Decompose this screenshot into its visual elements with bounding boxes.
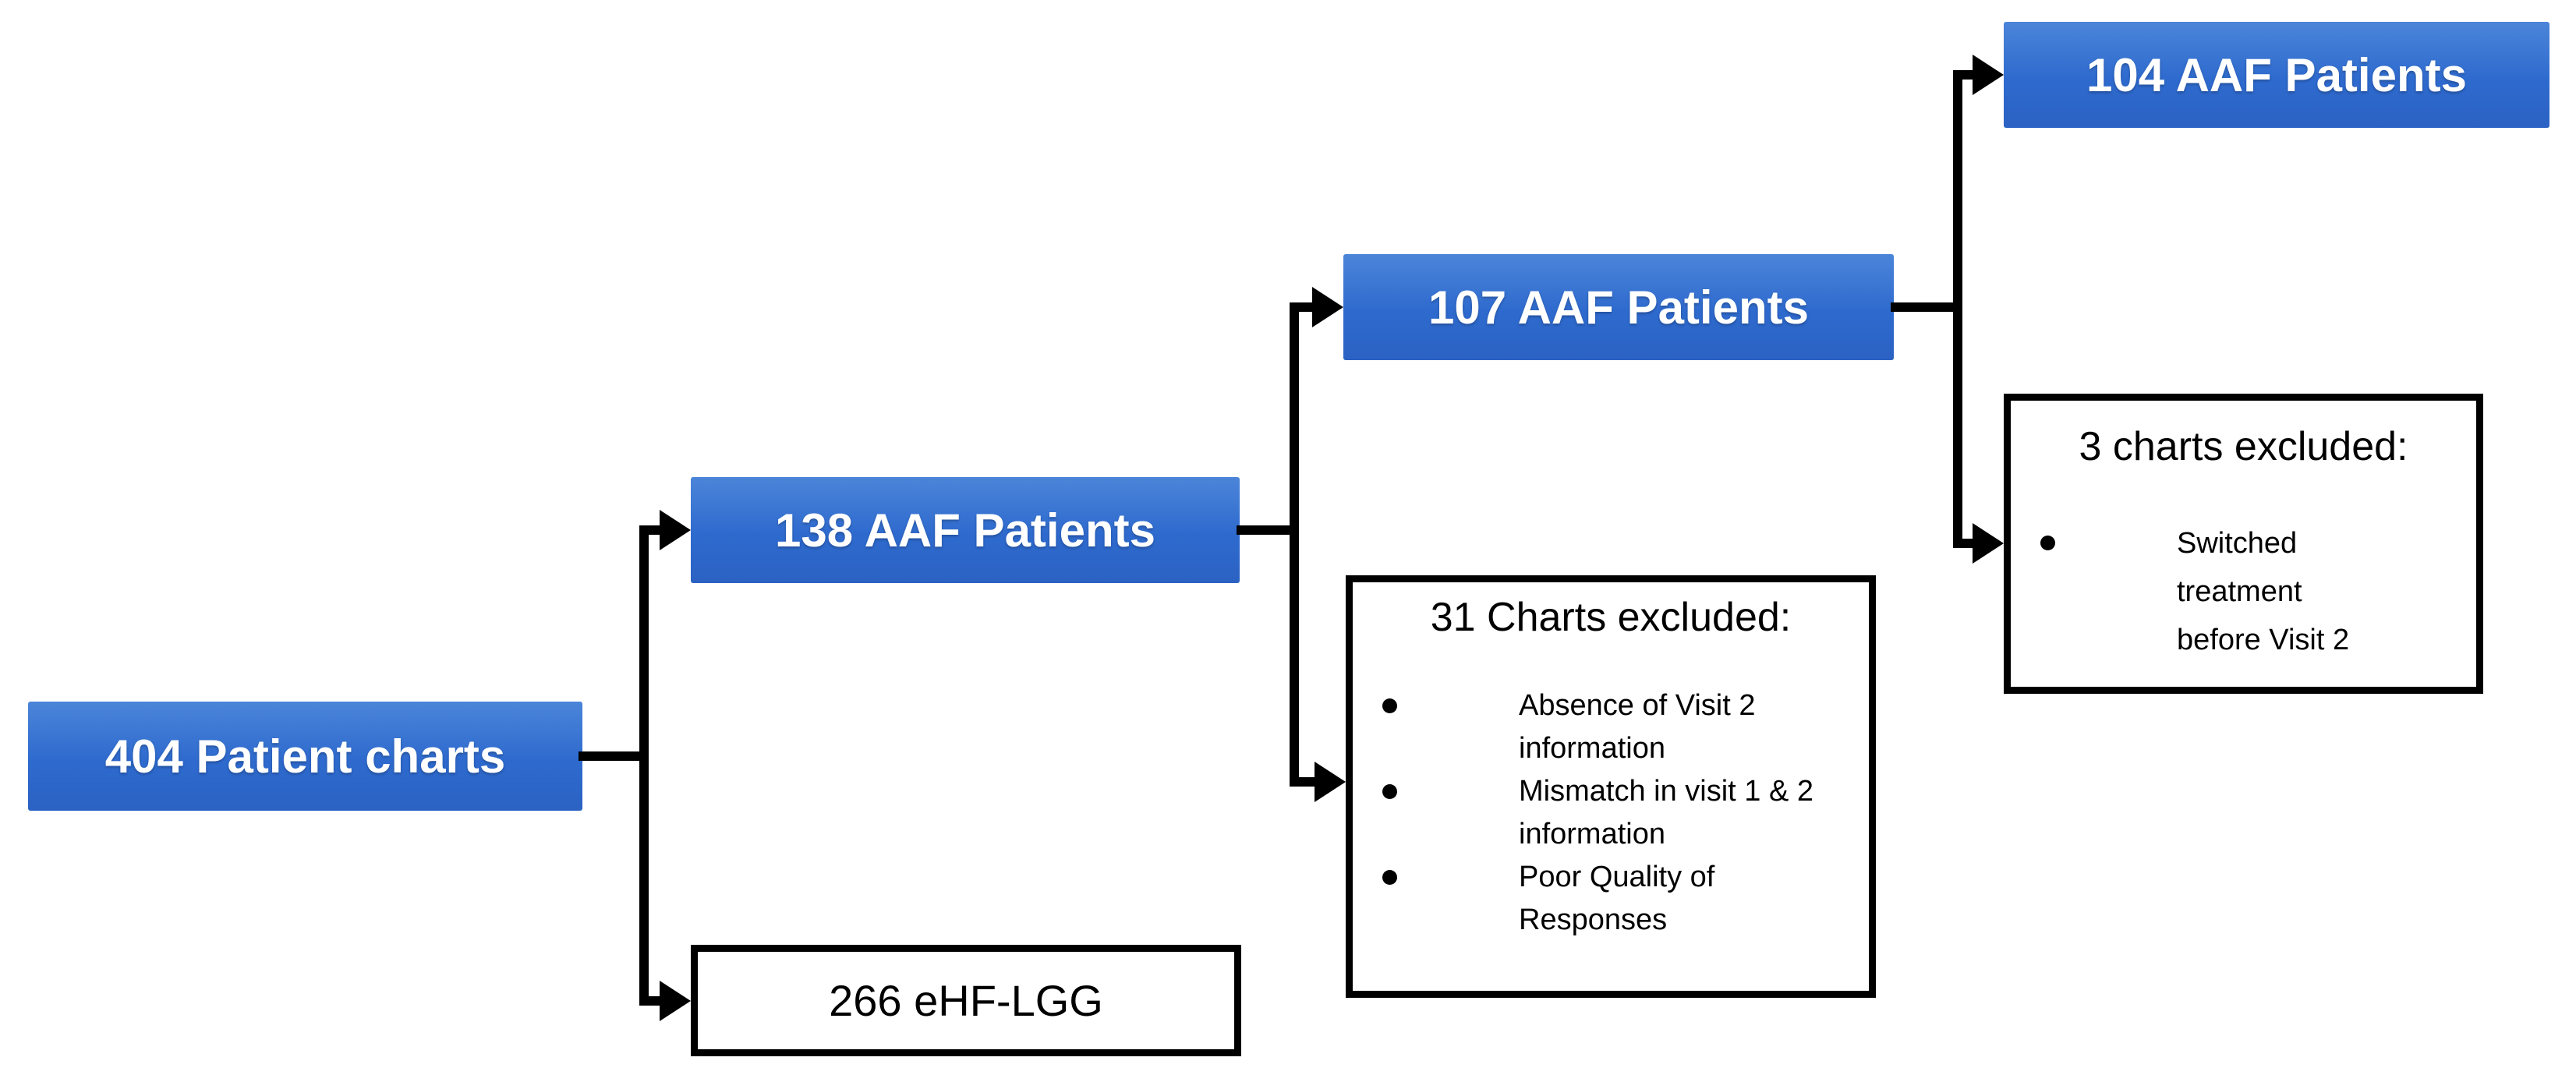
bullet-text: Absence of Visit 2 information <box>1519 689 1756 765</box>
list-item: Poor Quality of Responses <box>1353 856 1869 942</box>
edge-404-to-266-stub <box>639 996 663 1006</box>
list-item: Absence of Visit 2 information <box>1353 684 1869 770</box>
arrowhead-into-107 <box>1312 287 1343 327</box>
node-3-charts-excluded: 3 charts excluded: Switched treatment be… <box>2004 394 2483 694</box>
node-266-label: 266 eHF-LGG <box>829 976 1103 1025</box>
node-31-title: 31 Charts excluded: <box>1430 595 1792 640</box>
bullet-text: Poor Quality of Responses <box>1519 861 1715 936</box>
node-404-patient-charts: 404 Patient charts <box>28 702 582 811</box>
arrowhead-into-3-excluded <box>1973 523 2004 564</box>
edge-404-branch-stub <box>579 751 649 761</box>
arrowhead-into-266 <box>660 981 691 1021</box>
node-31-charts-excluded: 31 Charts excluded: Absence of Visit 2 i… <box>1346 575 1876 998</box>
edge-138-to-31-stub <box>1290 777 1317 787</box>
edge-404-to-138-stub <box>639 525 663 535</box>
bullet-text: Switched treatment before Visit 2 <box>2177 527 2350 656</box>
edge-107-branch-vertical <box>1953 70 1962 548</box>
node-3-title: 3 charts excluded: <box>2079 424 2408 469</box>
node-104-aaf-patients: 104 AAF Patients <box>2004 22 2549 128</box>
edge-138-to-107-stub <box>1290 302 1315 312</box>
node-404-label: 404 Patient charts <box>104 730 506 783</box>
list-item: Switched treatment before Visit 2 <box>2011 519 2476 664</box>
edge-138-branch-stub <box>1237 525 1299 535</box>
edge-138-branch-vertical <box>1290 302 1299 787</box>
node-107-aaf-patients: 107 AAF Patients <box>1343 254 1894 360</box>
arrowhead-into-104 <box>1973 55 2004 95</box>
edge-404-branch-vertical <box>639 525 649 1006</box>
node-266-ehf-lgg: 266 eHF-LGG <box>691 945 1241 1056</box>
edge-107-branch-stub <box>1891 302 1962 312</box>
arrowhead-into-31-excluded <box>1315 762 1346 802</box>
node-138-label: 138 AAF Patients <box>775 504 1155 557</box>
edge-107-to-3-stub <box>1953 539 1975 548</box>
edge-107-to-104-stub <box>1953 70 1975 80</box>
node-3-bullet-list: Switched treatment before Visit 2 <box>2011 519 2476 664</box>
node-107-label: 107 AAF Patients <box>1428 281 1809 334</box>
bullet-text: Mismatch in visit 1 & 2 information <box>1519 775 1813 850</box>
node-31-bullet-list: Absence of Visit 2 information Mismatch … <box>1353 684 1869 942</box>
node-138-aaf-patients: 138 AAF Patients <box>691 477 1240 583</box>
arrowhead-into-138 <box>660 510 691 550</box>
list-item: Mismatch in visit 1 & 2 information <box>1353 770 1869 856</box>
node-104-label: 104 AAF Patients <box>2086 48 2467 101</box>
